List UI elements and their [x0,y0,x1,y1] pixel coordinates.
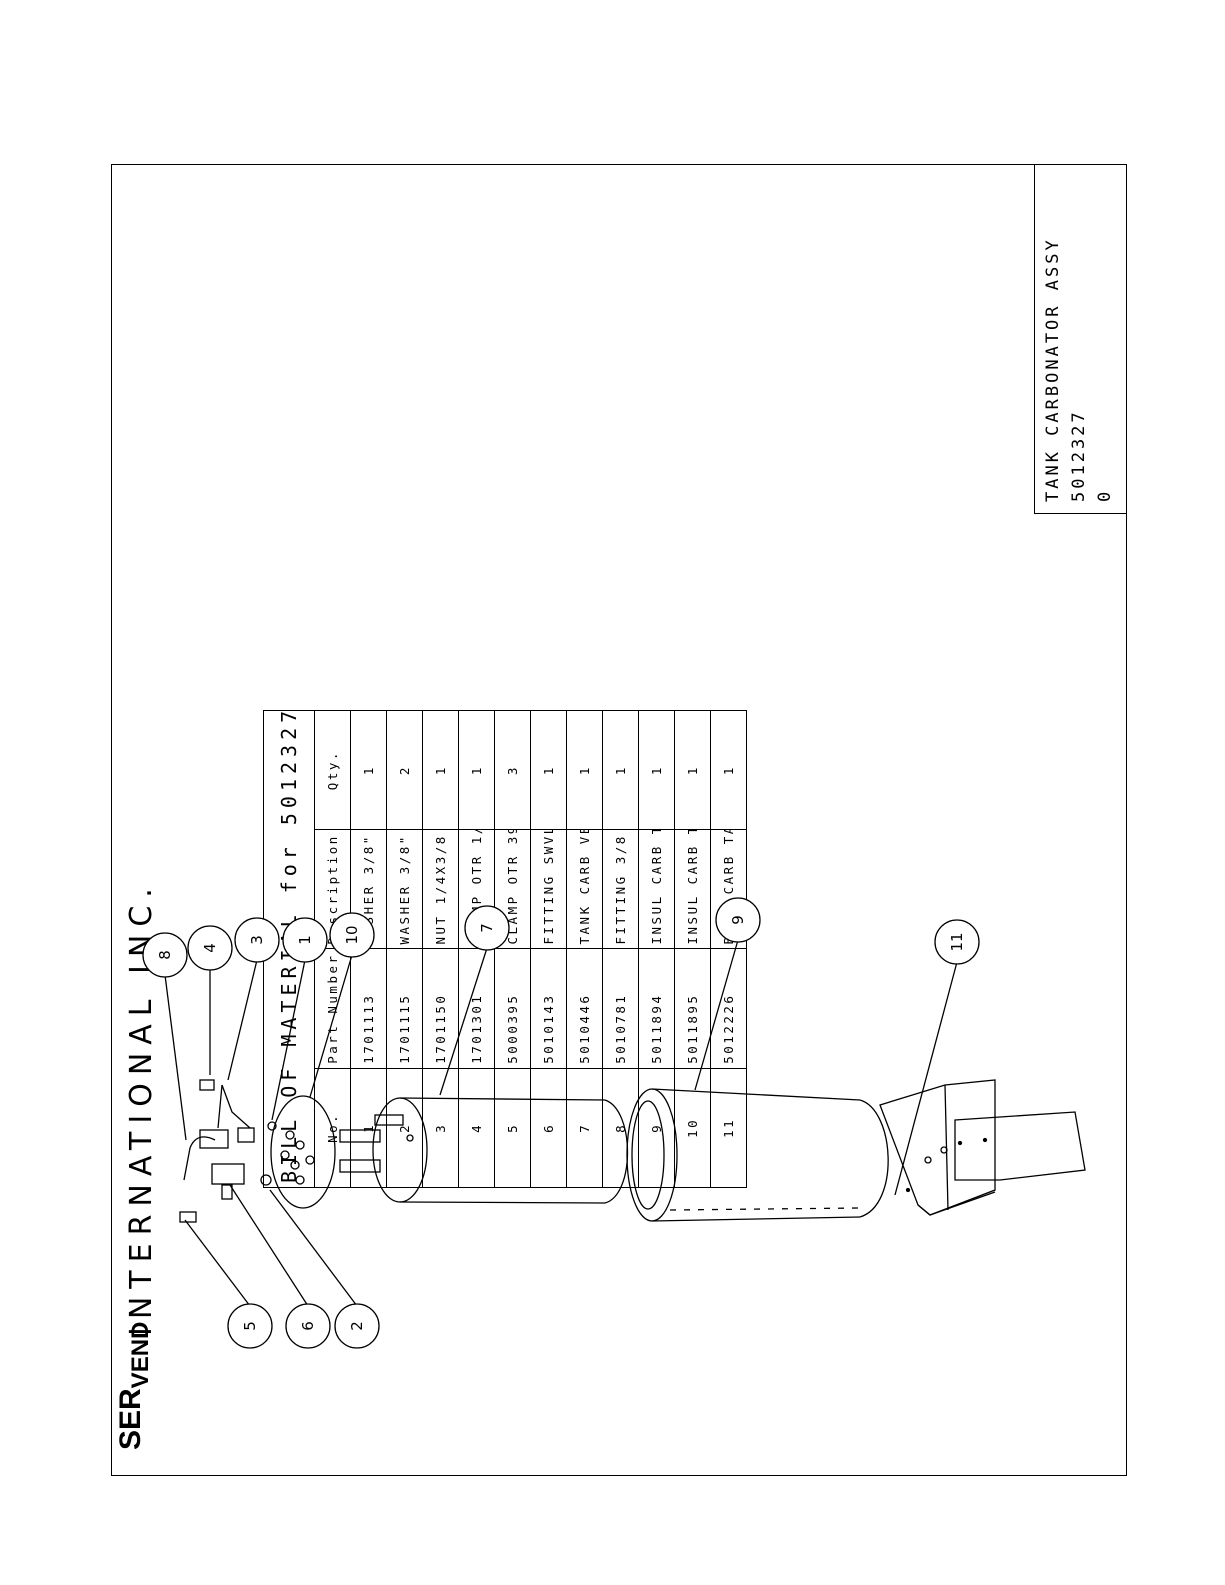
balloon-label: 8 [156,950,174,960]
balloon-label: 4 [201,943,219,953]
balloon-label: 10 [343,925,361,944]
insulation-top [270,1095,336,1209]
mounting-bracket [879,1079,1086,1216]
balloon-circle [227,1303,273,1349]
balloon-circle [329,912,375,958]
balloon-circle [715,897,761,943]
balloon-label: 6 [299,1321,317,1331]
balloon-label: 2 [348,1321,366,1331]
item-balloons: 8 4 3 1 10 7 9 11 5 6 2 [142,897,980,1349]
carbonator-tank [339,1097,629,1204]
balloon-label: 9 [729,915,747,925]
drawing-frame [111,164,1127,1476]
balloon-circle [187,925,233,971]
leader-lines [164,939,958,1307]
fittings [179,1079,277,1223]
title-block: TANK CARBONATOR ASSY 5012327 0 [1034,164,1127,514]
balloon-circle [934,919,980,965]
balloon-circle [142,932,188,978]
balloon-circle [285,1303,331,1349]
balloon-label: 7 [478,923,496,933]
balloon-label: 1 [296,935,314,945]
balloon-label: 11 [948,932,966,951]
balloon-circle [464,905,510,951]
balloon-circle [282,917,328,963]
balloon-label: 3 [248,935,266,945]
balloon-circle [234,917,280,963]
balloon-circle [334,1303,380,1349]
insulation-wrap [626,1088,889,1222]
balloon-label: 5 [241,1321,259,1331]
